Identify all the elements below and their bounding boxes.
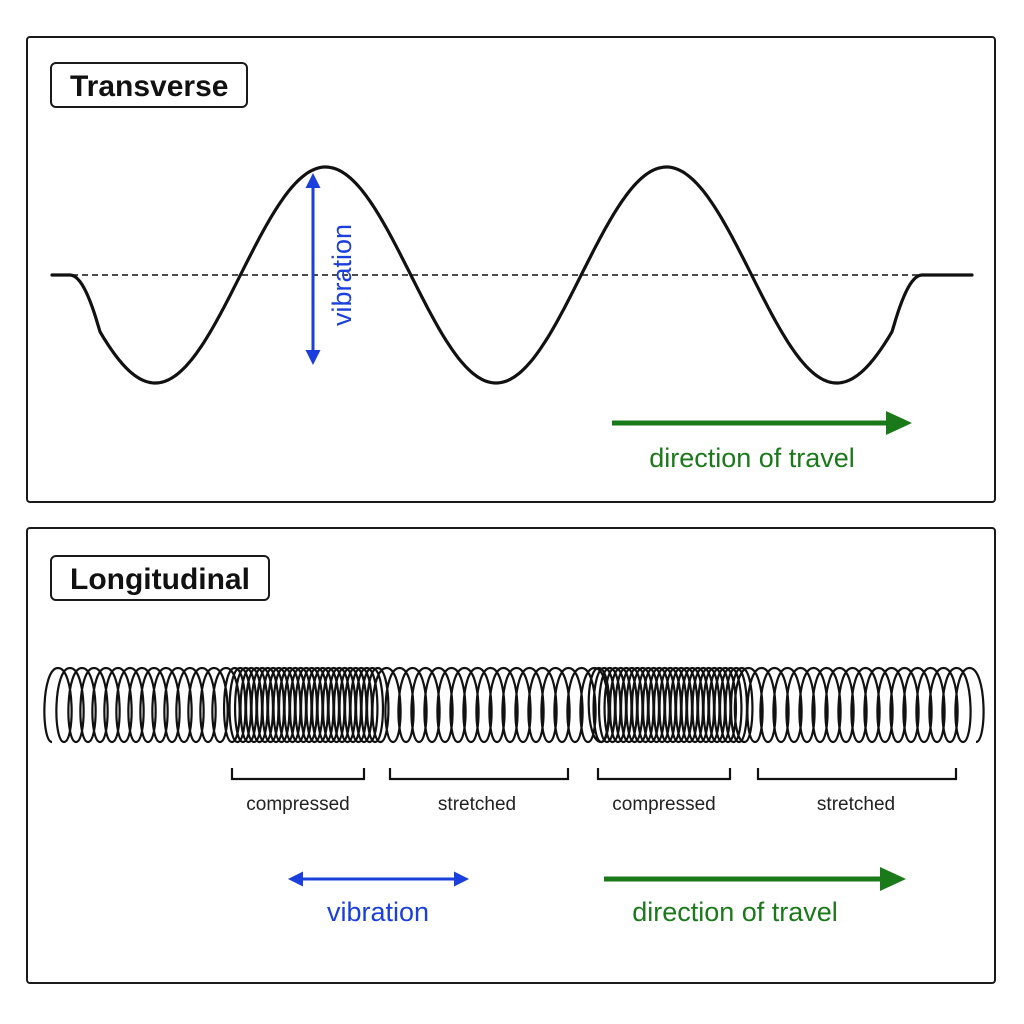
segment-bracket xyxy=(596,768,732,781)
longitudinal-vibration-label: vibration xyxy=(327,897,429,927)
spring-coil xyxy=(43,666,985,744)
transverse-vibration-label: vibration xyxy=(327,224,357,326)
transverse-title: Transverse xyxy=(50,62,249,108)
longitudinal-travel-arrow xyxy=(604,867,906,891)
segment-bracket xyxy=(756,768,958,781)
segment-label: compressed xyxy=(612,794,716,815)
transverse-panel: Transverse xyxy=(26,36,996,503)
transverse-wave xyxy=(50,165,974,385)
longitudinal-panel: Longitudinal xyxy=(26,527,996,984)
longitudinal-travel-label: direction of travel xyxy=(632,897,838,927)
segment-bracket xyxy=(388,768,570,781)
segment-label: stretched xyxy=(438,794,516,815)
segment-label: stretched xyxy=(817,794,895,815)
segment-label: compressed xyxy=(246,794,350,815)
longitudinal-title: Longitudinal xyxy=(50,555,270,601)
transverse-travel-label: direction of travel xyxy=(649,443,855,473)
transverse-travel-arrow xyxy=(612,411,912,435)
segment-bracket xyxy=(230,768,366,781)
